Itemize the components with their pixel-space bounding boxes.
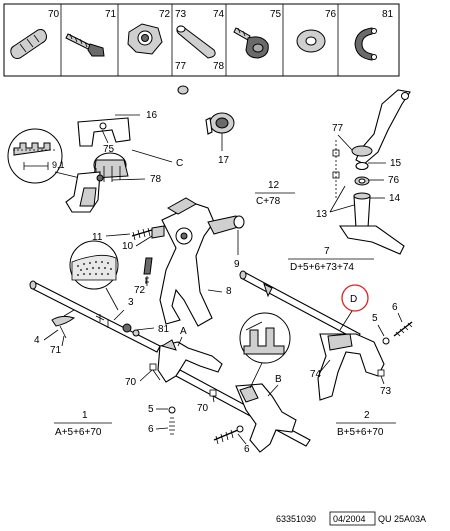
callout-c: C <box>176 158 183 169</box>
legend-num-81: 81 <box>382 9 394 20</box>
legend-num-76: 76 <box>325 9 337 20</box>
selector-rod-left <box>29 280 161 353</box>
callout-72-center: 72 <box>134 285 146 296</box>
detail-magnifier-top: 9,1 <box>7 128 81 184</box>
callout-16: 16 <box>146 110 158 121</box>
gate-plate-assembly <box>131 197 245 327</box>
dimension-label: 9,1 <box>52 160 65 170</box>
detent-spring-right <box>382 321 413 345</box>
legend-num-77: 77 <box>175 61 187 72</box>
parts-legend-strip: 70 71 72 73 74 75 76 81 77 78 <box>3 3 400 77</box>
group-12-number: 12 <box>268 180 280 191</box>
washer-icon <box>296 29 326 53</box>
legend-num-70: 70 <box>48 9 60 20</box>
callout-14: 14 <box>389 193 401 204</box>
group-12-formula: C+78 <box>256 196 281 207</box>
callout-70-left: 70 <box>125 377 137 388</box>
callout-15: 15 <box>390 158 402 169</box>
group-1-number: 1 <box>82 410 88 421</box>
kit-group-2: 2 B+5+6+70 <box>336 410 396 438</box>
callout-6-center: 6 <box>244 444 250 455</box>
legend-num-78: 78 <box>213 61 225 72</box>
callout-11: 11 <box>92 232 103 243</box>
highlight-circle-d: D <box>339 284 369 331</box>
callout-6-left: 6 <box>148 424 154 435</box>
callout-3: 3 <box>128 297 134 308</box>
detail-magnifier-right <box>239 312 291 389</box>
callout-81: 81 <box>158 324 170 335</box>
callout-71: 71 <box>50 345 62 356</box>
callout-b: B <box>275 374 282 385</box>
callout-75-top: 75 <box>103 144 115 155</box>
selector-shaft-assembly <box>65 85 235 213</box>
kit-group-12: 12 C+78 <box>255 180 295 207</box>
callout-70-lower: 70 <box>197 403 209 414</box>
reverse-lever-assembly <box>338 89 411 255</box>
selector-rod-right <box>239 270 361 341</box>
callout-5-left: 5 <box>148 404 154 415</box>
circlip-icon <box>354 27 377 61</box>
group-7-number: 7 <box>324 246 330 257</box>
shoulder-bolt-icon <box>233 27 269 59</box>
bolt-icon <box>65 33 105 57</box>
callout-d: D <box>350 294 357 305</box>
kit-group-1: 1 A+5+6+70 <box>54 410 112 438</box>
footer-date: 04/2004 <box>333 514 366 524</box>
kit-group-7: 7 D+5+6+73+74 <box>288 246 374 273</box>
callout-17: 17 <box>218 155 230 166</box>
callout-73: 73 <box>380 386 392 397</box>
callout-5-right: 5 <box>372 313 378 324</box>
legend-num-72: 72 <box>159 9 171 20</box>
callout-77: 77 <box>332 123 344 134</box>
legend-num-73: 73 <box>175 9 187 20</box>
callout-74: 74 <box>310 369 322 380</box>
callout-9: 9 <box>234 259 240 270</box>
callout-8: 8 <box>226 286 232 297</box>
group-1-formula: A+5+6+70 <box>55 427 102 438</box>
footer-code: QU 25A03A <box>378 514 426 524</box>
detent-spring-center <box>213 425 244 445</box>
spring-pin-icon <box>10 29 47 59</box>
group-2-formula: B+5+6+70 <box>337 427 384 438</box>
legend-num-75: 75 <box>270 9 282 20</box>
hex-nut-icon <box>127 23 163 55</box>
shift-fork-d <box>317 333 385 401</box>
callout-4: 4 <box>34 335 40 346</box>
callout-a: A <box>180 326 187 337</box>
detent-spring-left <box>168 406 176 435</box>
footer-reference: 63351030 04/2004 QU 25A03A <box>276 511 426 526</box>
shift-fork-a <box>149 339 223 383</box>
callout-10: 10 <box>122 241 134 252</box>
legend-num-74: 74 <box>213 9 225 20</box>
group-2-number: 2 <box>364 410 370 421</box>
group-7-formula: D+5+6+73+74 <box>290 262 354 273</box>
dowel-pin-icon <box>176 25 216 59</box>
legend-num-71: 71 <box>105 9 117 20</box>
callout-13: 13 <box>316 209 328 220</box>
callout-78-top: 78 <box>150 174 162 185</box>
detail-magnifier-left <box>69 240 119 311</box>
shift-fork-b <box>235 383 297 453</box>
callout-6-right: 6 <box>392 302 398 313</box>
footer-ref-number: 63351030 <box>276 514 316 524</box>
callout-76: 76 <box>388 175 400 186</box>
